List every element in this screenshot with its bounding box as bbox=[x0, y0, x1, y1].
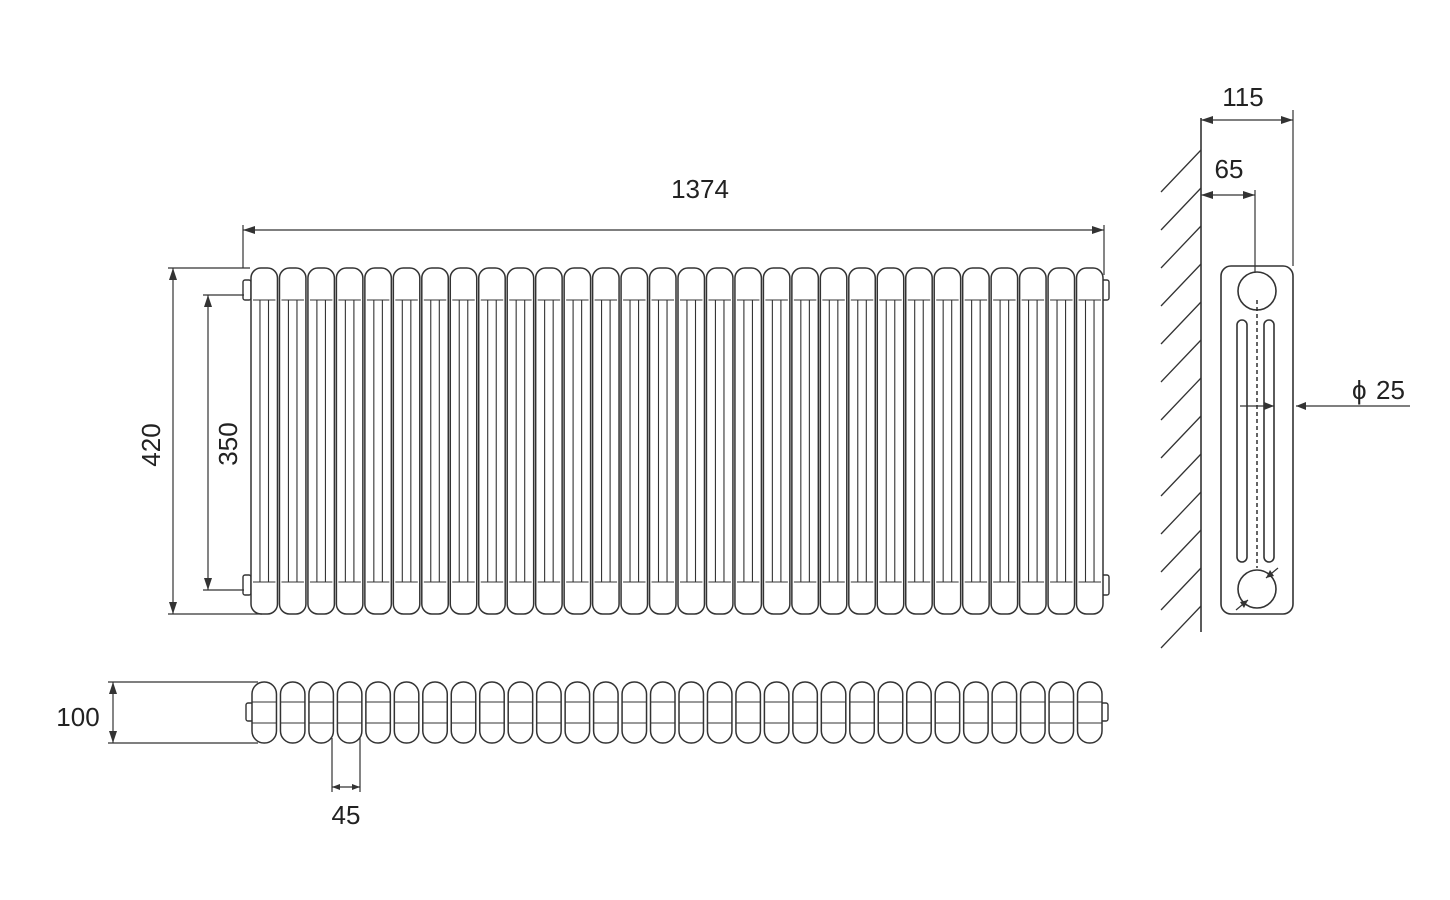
plan-view: 100 45 bbox=[56, 681, 1109, 830]
front-column bbox=[335, 267, 364, 615]
front-column bbox=[506, 267, 535, 615]
front-column bbox=[278, 267, 307, 615]
front-column bbox=[591, 267, 620, 615]
front-column bbox=[1075, 267, 1104, 615]
bottom-pipe bbox=[1237, 569, 1277, 609]
plan-column bbox=[621, 681, 648, 744]
front-column bbox=[307, 267, 336, 615]
front-column bbox=[904, 267, 933, 615]
end-bush bbox=[242, 574, 252, 596]
front-column bbox=[762, 267, 791, 615]
depth-dimension: 100 bbox=[56, 681, 258, 744]
wall bbox=[1160, 118, 1202, 649]
front-view: 1374 420 350 bbox=[136, 174, 1110, 615]
plan-column bbox=[877, 681, 904, 744]
front-column bbox=[534, 267, 563, 615]
pitch-dimension: 45 bbox=[331, 738, 361, 830]
front-column bbox=[477, 267, 506, 615]
plan-column bbox=[279, 681, 306, 744]
side-view: 115 65 ϕ 25 bbox=[1160, 82, 1410, 649]
diameter-symbol: ϕ bbox=[1352, 375, 1367, 405]
centres-dimension: 350 bbox=[203, 294, 244, 591]
connection-dimension: ϕ 25 bbox=[1240, 375, 1410, 410]
plan-column bbox=[564, 681, 591, 744]
front-column bbox=[677, 267, 706, 615]
front-column bbox=[648, 267, 677, 615]
side-section bbox=[1220, 265, 1294, 615]
plan-column bbox=[507, 681, 534, 744]
top-pipe bbox=[1237, 271, 1277, 311]
front-column bbox=[1018, 267, 1047, 615]
pitch-dimension-label: 45 bbox=[332, 800, 361, 830]
plan-column bbox=[991, 681, 1018, 744]
centre-depth-dimension: 65 bbox=[1201, 154, 1256, 272]
front-columns bbox=[242, 267, 1110, 615]
plan-column bbox=[308, 681, 335, 744]
centres-dimension-label: 350 bbox=[213, 422, 243, 465]
front-column bbox=[364, 267, 393, 615]
front-column bbox=[848, 267, 877, 615]
plan-column bbox=[1019, 681, 1046, 744]
plan-column bbox=[365, 681, 392, 744]
plan-column bbox=[592, 681, 619, 744]
plan-column bbox=[934, 681, 961, 744]
plan-column bbox=[478, 681, 505, 744]
centre-depth-dimension-label: 65 bbox=[1215, 154, 1244, 184]
plan-column bbox=[1076, 681, 1103, 744]
plan-column bbox=[706, 681, 733, 744]
wall-hatching bbox=[1160, 149, 1202, 649]
plan-column bbox=[649, 681, 676, 744]
front-column bbox=[876, 267, 905, 615]
front-column bbox=[933, 267, 962, 615]
front-column bbox=[990, 267, 1019, 615]
front-column bbox=[563, 267, 592, 615]
wall-depth-dimension: 115 bbox=[1201, 82, 1294, 266]
plan-column bbox=[820, 681, 847, 744]
connection-dimension-label: 25 bbox=[1376, 375, 1405, 405]
front-column bbox=[961, 267, 990, 615]
plan-column bbox=[763, 681, 790, 744]
plan-columns bbox=[245, 681, 1109, 744]
plan-column bbox=[1048, 681, 1075, 744]
front-column bbox=[392, 267, 421, 615]
plan-column bbox=[962, 681, 989, 744]
front-column bbox=[449, 267, 478, 615]
plan-column bbox=[849, 681, 876, 744]
height-dimension: 420 bbox=[136, 267, 262, 615]
end-bush bbox=[242, 279, 252, 301]
plan-column bbox=[735, 681, 762, 744]
plan-column bbox=[792, 681, 819, 744]
plan-column bbox=[393, 681, 420, 744]
plan-column bbox=[905, 681, 932, 744]
width-dimension: 1374 bbox=[242, 174, 1105, 275]
depth-dimension-label: 100 bbox=[56, 702, 99, 732]
front-column bbox=[421, 267, 450, 615]
plan-column bbox=[535, 681, 562, 744]
height-dimension-label: 420 bbox=[136, 423, 166, 466]
wall-depth-dimension-label: 115 bbox=[1222, 82, 1263, 112]
width-dimension-label: 1374 bbox=[671, 174, 729, 204]
front-column bbox=[1047, 267, 1076, 615]
plan-column bbox=[336, 681, 363, 744]
front-column bbox=[620, 267, 649, 615]
plan-column bbox=[422, 681, 449, 744]
front-column bbox=[791, 267, 820, 615]
front-column bbox=[819, 267, 848, 615]
front-column bbox=[734, 267, 763, 615]
front-column bbox=[705, 267, 734, 615]
front-column bbox=[250, 267, 279, 615]
plan-column bbox=[450, 681, 477, 744]
plan-column bbox=[678, 681, 705, 744]
plan-column bbox=[251, 681, 278, 744]
